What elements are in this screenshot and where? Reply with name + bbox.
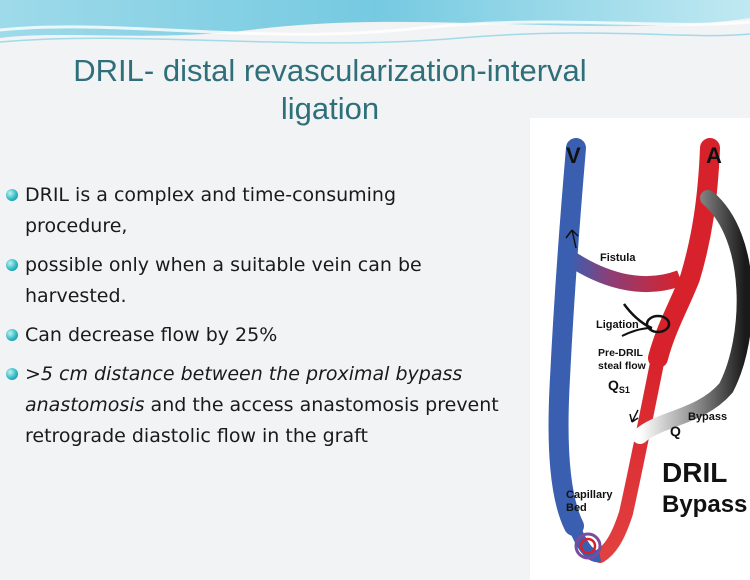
- bullet-icon: [6, 259, 18, 271]
- label-capillary-1: Capillary: [566, 489, 613, 501]
- fistula-vessel: [565, 251, 683, 293]
- label-fistula: Fistula: [600, 252, 636, 264]
- bullet-item: DRIL is a complex and time-consuming pro…: [6, 180, 501, 242]
- bullet-text: possible only when a suitable vein can b…: [25, 254, 422, 307]
- decorative-wave-banner: [0, 0, 750, 44]
- label-predril-1: Pre-DRIL: [598, 347, 644, 359]
- bullet-list: DRIL is a complex and time-consuming pro…: [6, 180, 501, 460]
- bullet-icon: [6, 368, 18, 380]
- artery-vessel: [648, 138, 720, 368]
- bullet-text: and the access anastomosis prevent retro…: [25, 394, 499, 447]
- label-q: Q: [670, 423, 681, 439]
- bullet-item: >5 cm distance between the proximal bypa…: [6, 359, 501, 452]
- bullet-icon: [6, 329, 18, 341]
- flow-arrow-icon: [629, 409, 639, 423]
- label-qs1: QS1: [608, 377, 630, 395]
- distal-artery-vessel: [593, 351, 665, 563]
- label-dril-bypass: Bypass: [662, 491, 747, 518]
- label-a: A: [706, 143, 722, 168]
- bullet-text: Can decrease flow by 25%: [25, 324, 278, 346]
- bullet-text-italic: >5 cm distance between the proximal bypa…: [25, 363, 463, 416]
- label-ligation: Ligation: [596, 319, 639, 331]
- flow-arrow-up-icon: [565, 229, 579, 249]
- dril-bypass-diagram: V A Fistula Ligation Pre-DRIL steal flow…: [530, 118, 750, 580]
- label-dril: DRIL: [662, 457, 727, 488]
- bullet-text: DRIL is a complex and time-consuming pro…: [25, 184, 397, 237]
- label-predril-2: steal flow: [598, 360, 647, 372]
- label-bypass-small: Bypass: [688, 411, 727, 423]
- dril-diagram-svg: V A Fistula Ligation Pre-DRIL steal flow…: [548, 138, 750, 563]
- capillary-bed: [568, 523, 602, 563]
- label-capillary-2: Bed: [566, 502, 587, 514]
- bypass-graft: [632, 190, 750, 444]
- ligation-marker: [621, 303, 671, 337]
- bullet-icon: [6, 189, 18, 201]
- vein-vessel: [548, 138, 586, 536]
- bullet-item: Can decrease flow by 25%: [6, 320, 501, 351]
- label-v: V: [566, 143, 581, 168]
- slide-title: DRIL- distal revascularization-interval …: [73, 53, 587, 126]
- bullet-item: possible only when a suitable vein can b…: [6, 250, 501, 312]
